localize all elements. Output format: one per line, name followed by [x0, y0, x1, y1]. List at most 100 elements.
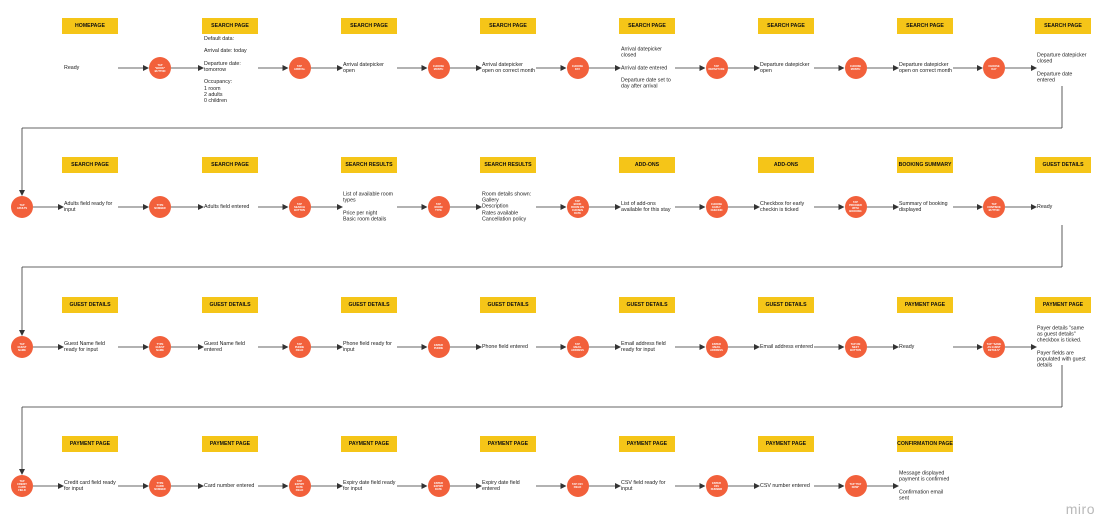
state-description: Summary of booking displayed [899, 200, 948, 213]
user-action-node: TAP ON NEXT BUTTON [844, 336, 867, 358]
user-action-node: TAP BOOK ROOM ON CHOSEN DATE [566, 196, 589, 218]
user-action-node: TAP DEPARTURE [705, 57, 728, 79]
action-label: CHOOSE MONTH [849, 65, 862, 71]
user-action-node: TAP "BOOK" BUTTON [149, 57, 171, 79]
screen-label: SEARCH RESULTS [480, 157, 536, 173]
user-action-node: TAP CSV FIELD [566, 475, 589, 497]
user-action-node: ENTER EMAIL ADDRESS [705, 336, 728, 358]
screen-label: GUEST DETAILS [758, 297, 814, 313]
action-label: TYPE GUEST NAME [155, 342, 165, 352]
screen-label: PAYMENT PAGE [758, 436, 814, 452]
user-action-node: TAP PHONE FIELD [288, 336, 311, 358]
state-description: Ready [1037, 203, 1053, 210]
screen-label: GUEST DETAILS [619, 297, 675, 313]
action-label: ENTER EMAIL ADDRESS [710, 342, 723, 352]
user-action-node: TAP ROOM TYPE [427, 196, 450, 218]
action-label: CHOOSE DAY [571, 65, 584, 71]
screen-label: SEARCH PAGE [202, 18, 258, 34]
state-description: CSV field ready for input [621, 479, 666, 492]
action-label: TAP CONTINUE BUTTON [987, 202, 1001, 212]
user-action-node: CHOOSE DAY [566, 57, 589, 79]
user-action-node: TAP CONTINUE BUTTON [983, 196, 1005, 218]
screen-label: PAYMENT PAGE [480, 436, 536, 452]
state-description: Email address entered [760, 343, 813, 350]
screen-label: SEARCH PAGE [1035, 18, 1091, 34]
screen-label: GUEST DETAILS [480, 297, 536, 313]
screen-label: SEARCH PAGE [758, 18, 814, 34]
screen-label: SEARCH RESULTS [341, 157, 397, 173]
user-action-node: TAP EMAIL ADDRESS [566, 336, 589, 358]
state-description: Phone field ready for input [343, 340, 392, 353]
user-action-node: TAP CREDIT CARD FIELD [11, 475, 33, 497]
action-label: CHOOSE EARLY CHECKIN [710, 202, 723, 212]
state-description: Guest Name field ready for input [64, 340, 105, 353]
screen-label: SEARCH PAGE [202, 157, 258, 173]
user-action-node: TAP PROCEED WITH BOOKING [844, 196, 867, 218]
state-description: Ready [899, 343, 915, 350]
screen-label: BOOKING SUMMARY [897, 157, 953, 173]
screen-label: PAYMENT PAGE [1035, 297, 1091, 313]
screen-label: GUEST DETAILS [1035, 157, 1091, 173]
state-description: Arrival datepicker open on correct month [482, 61, 535, 74]
action-label: CHOOSE DAY [988, 65, 1000, 71]
action-label: TAP CREDIT CARD FIELD [17, 480, 27, 492]
action-label: TAP ROOM TYPE [434, 202, 443, 212]
state-description: Departure datepicker open on correct mon… [899, 61, 952, 74]
user-action-node: ENTER PHONE [427, 336, 450, 358]
action-label: TAP "BOOK" BUTTON [154, 63, 166, 73]
state-description: Phone field entered [482, 343, 528, 350]
action-label: TAP ADULTS [16, 204, 28, 210]
miro-logo: miro [1065, 501, 1095, 517]
action-label: TAP EMAIL ADDRESS [571, 342, 584, 352]
state-description: Expiry date field ready for input [343, 479, 396, 492]
user-action-node: CHOOSE MONTH [427, 57, 450, 79]
user-action-node: ENTER CSV NUMBER [705, 475, 728, 497]
action-label: TAP DEPARTURE [708, 65, 725, 71]
screen-label: CONFIRMATION PAGE [897, 436, 953, 452]
screen-label: ADD-ONS [619, 157, 675, 173]
screen-label: SEARCH PAGE [480, 18, 536, 34]
action-label: TYPE NUMBER [154, 204, 166, 210]
action-label: TAP GUEST NAME [17, 342, 27, 352]
state-description: Departure datepicker closed Departure da… [1037, 52, 1087, 84]
screen-label: GUEST DETAILS [62, 297, 118, 313]
state-description: Credit card field ready for input [64, 479, 116, 492]
state-description: Room details shown: Gallery Description … [482, 191, 532, 223]
action-label: TAP PROCEED WITH BOOKING [849, 201, 862, 213]
state-description: Message displayed payment is confirmed C… [899, 470, 950, 502]
screen-label: PAYMENT PAGE [202, 436, 258, 452]
user-action-node: CHOOSE EARLY CHECKIN [705, 196, 728, 218]
state-description: Email address field ready for input [621, 340, 666, 353]
screen-label: PAYMENT PAGE [619, 436, 675, 452]
user-action-node: ENTER EXPIRY DATE [427, 475, 450, 497]
state-description: Expiry date field entered [482, 479, 520, 492]
action-label: ENTER CSV NUMBER [710, 481, 723, 491]
screen-label: SEARCH PAGE [341, 18, 397, 34]
user-action-node: CHOOSE DAY [983, 57, 1005, 79]
state-description: CSV number entered [760, 482, 810, 489]
action-label: TYPE CARD NUMBER [154, 481, 166, 491]
action-label: TAP ARRIVAL [293, 65, 306, 71]
user-action-node: TAP ARRIVAL [288, 57, 311, 79]
state-description: List of add-ons available for this stay [621, 200, 671, 213]
user-action-node: TAP EXPIRY DATE FIELD [288, 475, 311, 497]
state-description: Adults field ready for input [64, 200, 113, 213]
action-label: TAP PHONE FIELD [294, 342, 305, 352]
state-description: Arrival datepicker closed Arrival date e… [621, 46, 671, 90]
screen-label: SEARCH PAGE [619, 18, 675, 34]
user-action-node: TAP ADULTS [11, 196, 33, 218]
user-action-node: TYPE CARD NUMBER [149, 475, 171, 497]
user-action-node: TYPE NUMBER [149, 196, 171, 218]
state-description: Payer details "same as guest details" ch… [1037, 325, 1086, 369]
state-description: Adults field entered [204, 203, 250, 210]
user-action-node: TYPE GUEST NAME [149, 336, 171, 358]
action-label: TAP EXPIRY DATE FIELD [294, 480, 305, 492]
state-description: Departure datepicker open [760, 61, 810, 74]
action-label: CHOOSE MONTH [432, 65, 445, 71]
action-label: ENTER PHONE [433, 344, 444, 350]
action-label: TAP "PAY NOW" [849, 483, 862, 489]
screen-label: SEARCH PAGE [897, 18, 953, 34]
screen-label: PAYMENT PAGE [62, 436, 118, 452]
